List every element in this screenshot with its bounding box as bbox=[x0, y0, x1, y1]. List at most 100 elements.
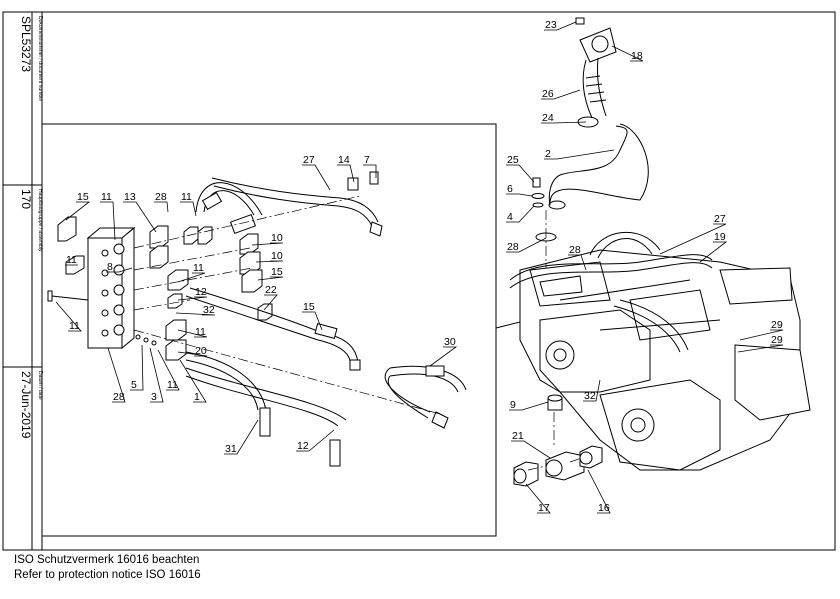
detail-leader-32 bbox=[175, 312, 216, 316]
main-callout-28: 28 bbox=[507, 241, 519, 253]
detail-leader-20 bbox=[177, 351, 208, 357]
detail-callout-3: 3 bbox=[151, 391, 157, 403]
detail-leader-15 bbox=[302, 311, 323, 331]
main-callout-24: 24 bbox=[542, 112, 554, 124]
detail-leader-7 bbox=[363, 164, 377, 178]
detail-callout-32: 32 bbox=[203, 304, 215, 316]
main-leader-26 bbox=[541, 89, 581, 100]
main-leader-21 bbox=[511, 440, 551, 459]
detail-leader-15 bbox=[65, 201, 91, 221]
main-leader-17 bbox=[525, 483, 551, 514]
detail-callout-15: 15 bbox=[77, 191, 89, 203]
detail-callout-14: 14 bbox=[338, 154, 350, 166]
protection-notice-en: Refer to protection notice ISO 16016 bbox=[14, 569, 201, 581]
detail-leader-12 bbox=[296, 429, 335, 452]
main-leader-23 bbox=[544, 21, 577, 31]
detail-callout-12: 12 bbox=[297, 440, 309, 452]
main-callout-4: 4 bbox=[507, 211, 513, 223]
pump-assembly bbox=[519, 249, 811, 471]
main-leader-24 bbox=[541, 121, 587, 124]
detail-callout-10: 10 bbox=[271, 232, 283, 244]
assembly-caption: Hauptbaugruppe / assembly bbox=[37, 189, 43, 252]
detail-callout-7: 7 bbox=[364, 154, 370, 166]
detail-leader-8 bbox=[106, 267, 133, 273]
main-leader-25 bbox=[506, 164, 535, 183]
detail-callout-10: 10 bbox=[271, 250, 283, 262]
detail-callout-28: 28 bbox=[113, 391, 125, 403]
pipe-clamp-parts bbox=[531, 177, 557, 242]
detail-leader-11 bbox=[180, 201, 197, 217]
date-value: 27-Jun-2019 bbox=[19, 371, 33, 439]
detail-leader-10 bbox=[255, 260, 284, 263]
detail-leader-11 bbox=[55, 301, 82, 332]
main-leader-28 bbox=[568, 254, 587, 271]
detail-callout-27: 27 bbox=[303, 154, 315, 166]
detail-callout-8: 8 bbox=[107, 261, 113, 273]
doc-number: SPL53273 bbox=[19, 16, 33, 72]
detail-callout-11: 11 bbox=[101, 191, 112, 203]
manifold-bolt bbox=[47, 290, 89, 302]
detail-callout-11: 11 bbox=[195, 326, 206, 338]
detail-callout-30: 30 bbox=[444, 336, 456, 348]
doc-number-caption: Dokumentnummer / document number bbox=[37, 16, 43, 102]
detail-view-frame bbox=[41, 123, 497, 537]
detail-leader-11 bbox=[177, 329, 208, 338]
detail-leader-3 bbox=[149, 347, 164, 403]
detail-leader-lines bbox=[55, 164, 458, 455]
main-callout-25: 25 bbox=[507, 154, 519, 166]
detail-leader-1 bbox=[179, 359, 207, 403]
lower-fittings bbox=[513, 394, 603, 487]
main-callout-28: 28 bbox=[569, 244, 581, 256]
main-leader-18 bbox=[611, 45, 644, 62]
detail-callout-5: 5 bbox=[131, 379, 137, 391]
protection-notice-de: ISO Schutzvermerk 16016 beachten bbox=[14, 554, 200, 566]
main-leader-28 bbox=[506, 237, 547, 253]
main-callout-18: 18 bbox=[631, 50, 643, 62]
suction-pipe bbox=[548, 57, 649, 210]
main-center-lines bbox=[527, 210, 583, 471]
detail-callout-12: 12 bbox=[195, 286, 207, 298]
detail-leader-15 bbox=[257, 276, 284, 281]
detail-leader-11 bbox=[157, 349, 180, 391]
detail-leader-11 bbox=[100, 201, 116, 241]
detail-leader-28 bbox=[154, 201, 169, 213]
detail-hoses bbox=[185, 177, 467, 427]
main-callout-29: 29 bbox=[771, 334, 783, 346]
detail-leader-14 bbox=[337, 164, 355, 183]
main-callout-32: 32 bbox=[584, 390, 596, 402]
detail-callout-15: 15 bbox=[271, 266, 283, 278]
date-caption: Datum / date bbox=[37, 371, 43, 400]
detail-callout-31: 31 bbox=[225, 443, 237, 455]
main-callout-19: 19 bbox=[714, 231, 726, 243]
detail-leader-10 bbox=[251, 242, 284, 246]
detail-callout-11: 11 bbox=[181, 191, 192, 203]
detail-leader-11 bbox=[177, 272, 206, 283]
hose-end-fittings bbox=[201, 171, 449, 467]
manifold-block bbox=[86, 226, 136, 350]
detail-leader-31 bbox=[224, 419, 259, 455]
detail-callout-13: 13 bbox=[124, 191, 136, 203]
main-callout-17: 17 bbox=[538, 502, 550, 514]
main-leader-27 bbox=[659, 223, 727, 255]
detail-callout-15: 15 bbox=[303, 301, 315, 313]
main-leader-4 bbox=[506, 205, 535, 223]
detail-fittings bbox=[57, 216, 273, 361]
main-leader-2 bbox=[544, 149, 615, 160]
main-callout-2: 2 bbox=[545, 148, 551, 160]
main-leader-29 bbox=[739, 329, 784, 341]
main-leader-19 bbox=[699, 241, 728, 263]
detail-callout-11: 11 bbox=[167, 379, 178, 391]
main-leader-6 bbox=[506, 193, 533, 197]
main-callout-21: 21 bbox=[512, 430, 524, 442]
detail-callout-11: 11 bbox=[69, 320, 80, 332]
main-leader-9 bbox=[509, 401, 549, 411]
title-strip: Dokumentnummer / document number SPL5327… bbox=[3, 12, 43, 550]
detail-leader-5 bbox=[130, 344, 144, 391]
detail-callout-11: 11 bbox=[66, 254, 77, 266]
detail-leader-12 bbox=[177, 296, 208, 301]
main-callout-16: 16 bbox=[598, 502, 610, 514]
detail-callout-28: 28 bbox=[155, 191, 167, 203]
